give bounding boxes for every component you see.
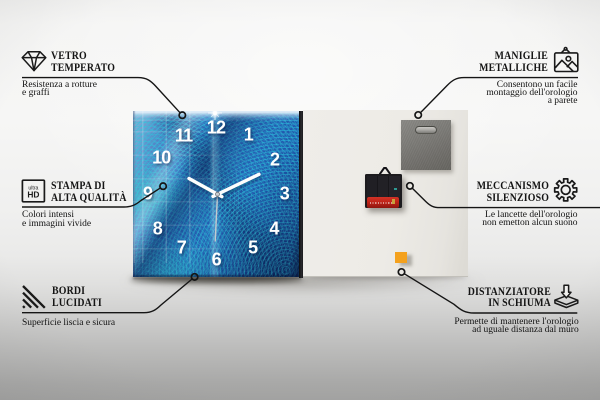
- svg-text:ultra: ultra: [28, 185, 38, 191]
- svg-text:HD: HD: [27, 190, 39, 200]
